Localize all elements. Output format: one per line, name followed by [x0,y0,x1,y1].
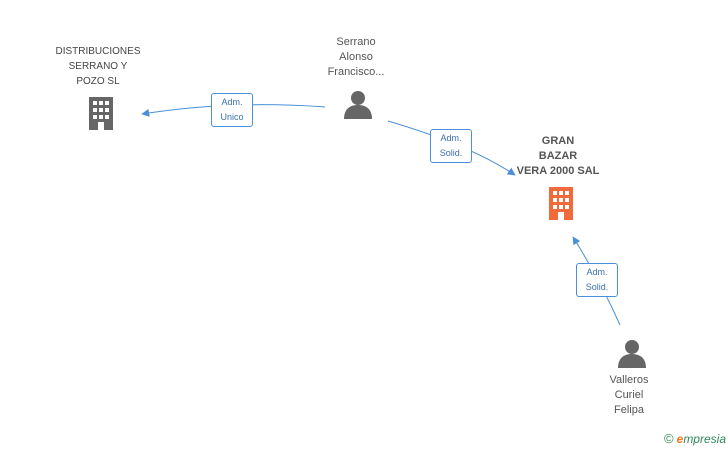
brand-name: mpresia [683,432,726,446]
person-icon[interactable] [343,89,373,119]
node-label-serrano: Serrano Alonso Francisco... [327,36,385,78]
empresia-logo: ©empresia [664,431,726,446]
building-icon[interactable] [545,186,577,220]
edge-label-adm-unico: Adm. Unico [211,93,253,127]
building-icon[interactable] [85,96,117,130]
brand-e: e [676,432,684,446]
person-icon[interactable] [617,338,647,368]
node-label-distribuciones: DISTRIBUCIONES SERRANO Y POZO SL [55,46,141,87]
edge-label-adm-solid-valleros: Adm. Solid. [576,263,618,297]
node-label-valleros: Valleros Curiel Felipa [609,374,649,416]
node-label-gran-bazar: GRAN BAZAR VERA 2000 SAL [516,135,600,177]
copyright-symbol: © [664,431,674,446]
edge-label-adm-solid-serrano: Adm. Solid. [430,129,472,163]
